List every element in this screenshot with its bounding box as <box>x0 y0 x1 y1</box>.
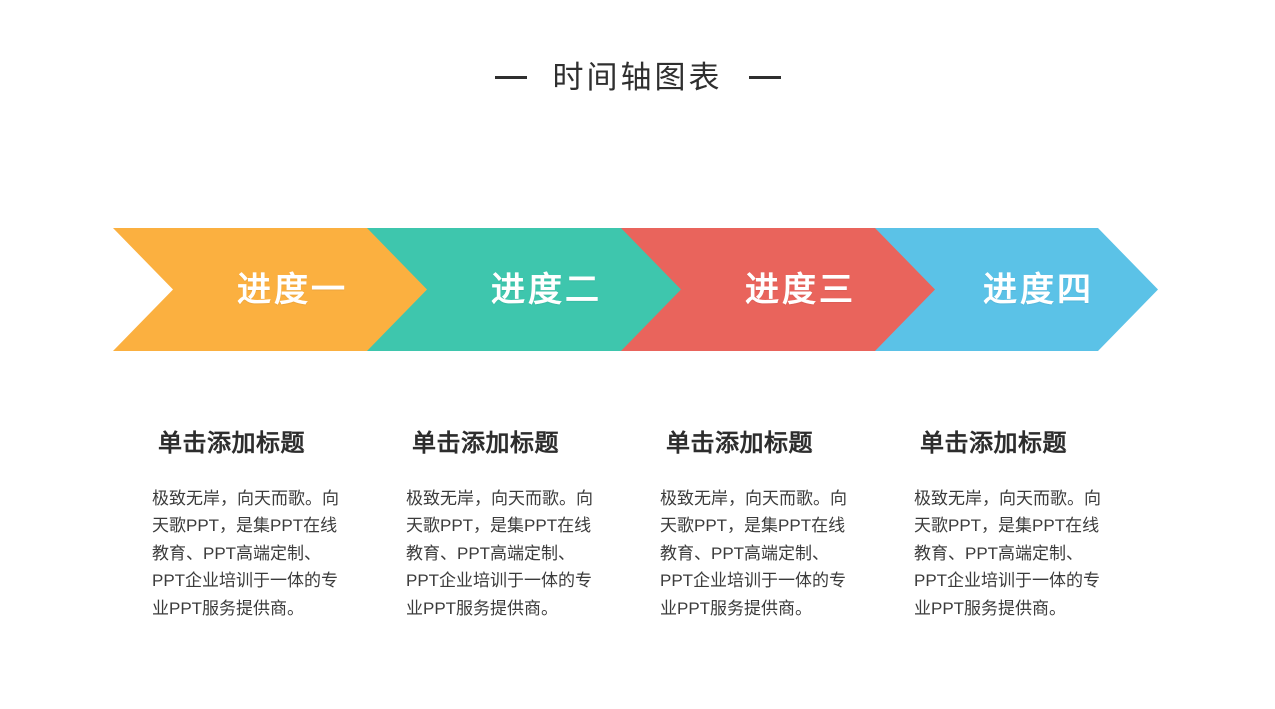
column-2-body[interactable]: 极致无岸，向天而歌。向天歌PPT，是集PPT在线教育、PPT高端定制、PPT企业… <box>406 488 593 618</box>
chevron-step-1[interactable]: 进度一 <box>113 228 428 351</box>
description-column-1: 单击添加标题 极致无岸，向天而歌。向天歌PPT，是集PPT在线教育、PPT高端定… <box>152 430 402 622</box>
title-right-dash-icon <box>748 76 781 79</box>
column-3-body[interactable]: 极致无岸，向天而歌。向天歌PPT，是集PPT在线教育、PPT高端定制、PPT企业… <box>660 488 847 618</box>
timeline-chevron-banner: 进度一 进度二 进度三 进度四 <box>113 228 1158 351</box>
column-2-title[interactable]: 单击添加标题 <box>412 430 559 457</box>
page-title: 时间轴图表 <box>0 62 1275 93</box>
column-4-body[interactable]: 极致无岸，向天而歌。向天歌PPT，是集PPT在线教育、PPT高端定制、PPT企业… <box>914 488 1101 618</box>
chevron-step-2-label: 进度二 <box>491 270 602 309</box>
column-1-body[interactable]: 极致无岸，向天而歌。向天歌PPT，是集PPT在线教育、PPT高端定制、PPT企业… <box>152 488 339 618</box>
title-text: 时间轴图表 <box>552 60 723 95</box>
chevron-step-1-label: 进度一 <box>237 270 348 309</box>
description-column-4: 单击添加标题 极致无岸，向天而歌。向天歌PPT，是集PPT在线教育、PPT高端定… <box>914 430 1164 622</box>
description-column-2: 单击添加标题 极致无岸，向天而歌。向天歌PPT，是集PPT在线教育、PPT高端定… <box>406 430 656 622</box>
description-column-3: 单击添加标题 极致无岸，向天而歌。向天歌PPT，是集PPT在线教育、PPT高端定… <box>660 430 910 622</box>
column-3-title[interactable]: 单击添加标题 <box>666 430 813 457</box>
chevron-step-3-label: 进度三 <box>745 270 856 309</box>
title-left-dash-icon <box>494 76 527 79</box>
chevron-step-4-label: 进度四 <box>983 270 1094 309</box>
column-1-title[interactable]: 单击添加标题 <box>158 430 305 457</box>
column-4-title[interactable]: 单击添加标题 <box>920 430 1067 457</box>
description-columns: 单击添加标题 极致无岸，向天而歌。向天歌PPT，是集PPT在线教育、PPT高端定… <box>0 430 1275 622</box>
